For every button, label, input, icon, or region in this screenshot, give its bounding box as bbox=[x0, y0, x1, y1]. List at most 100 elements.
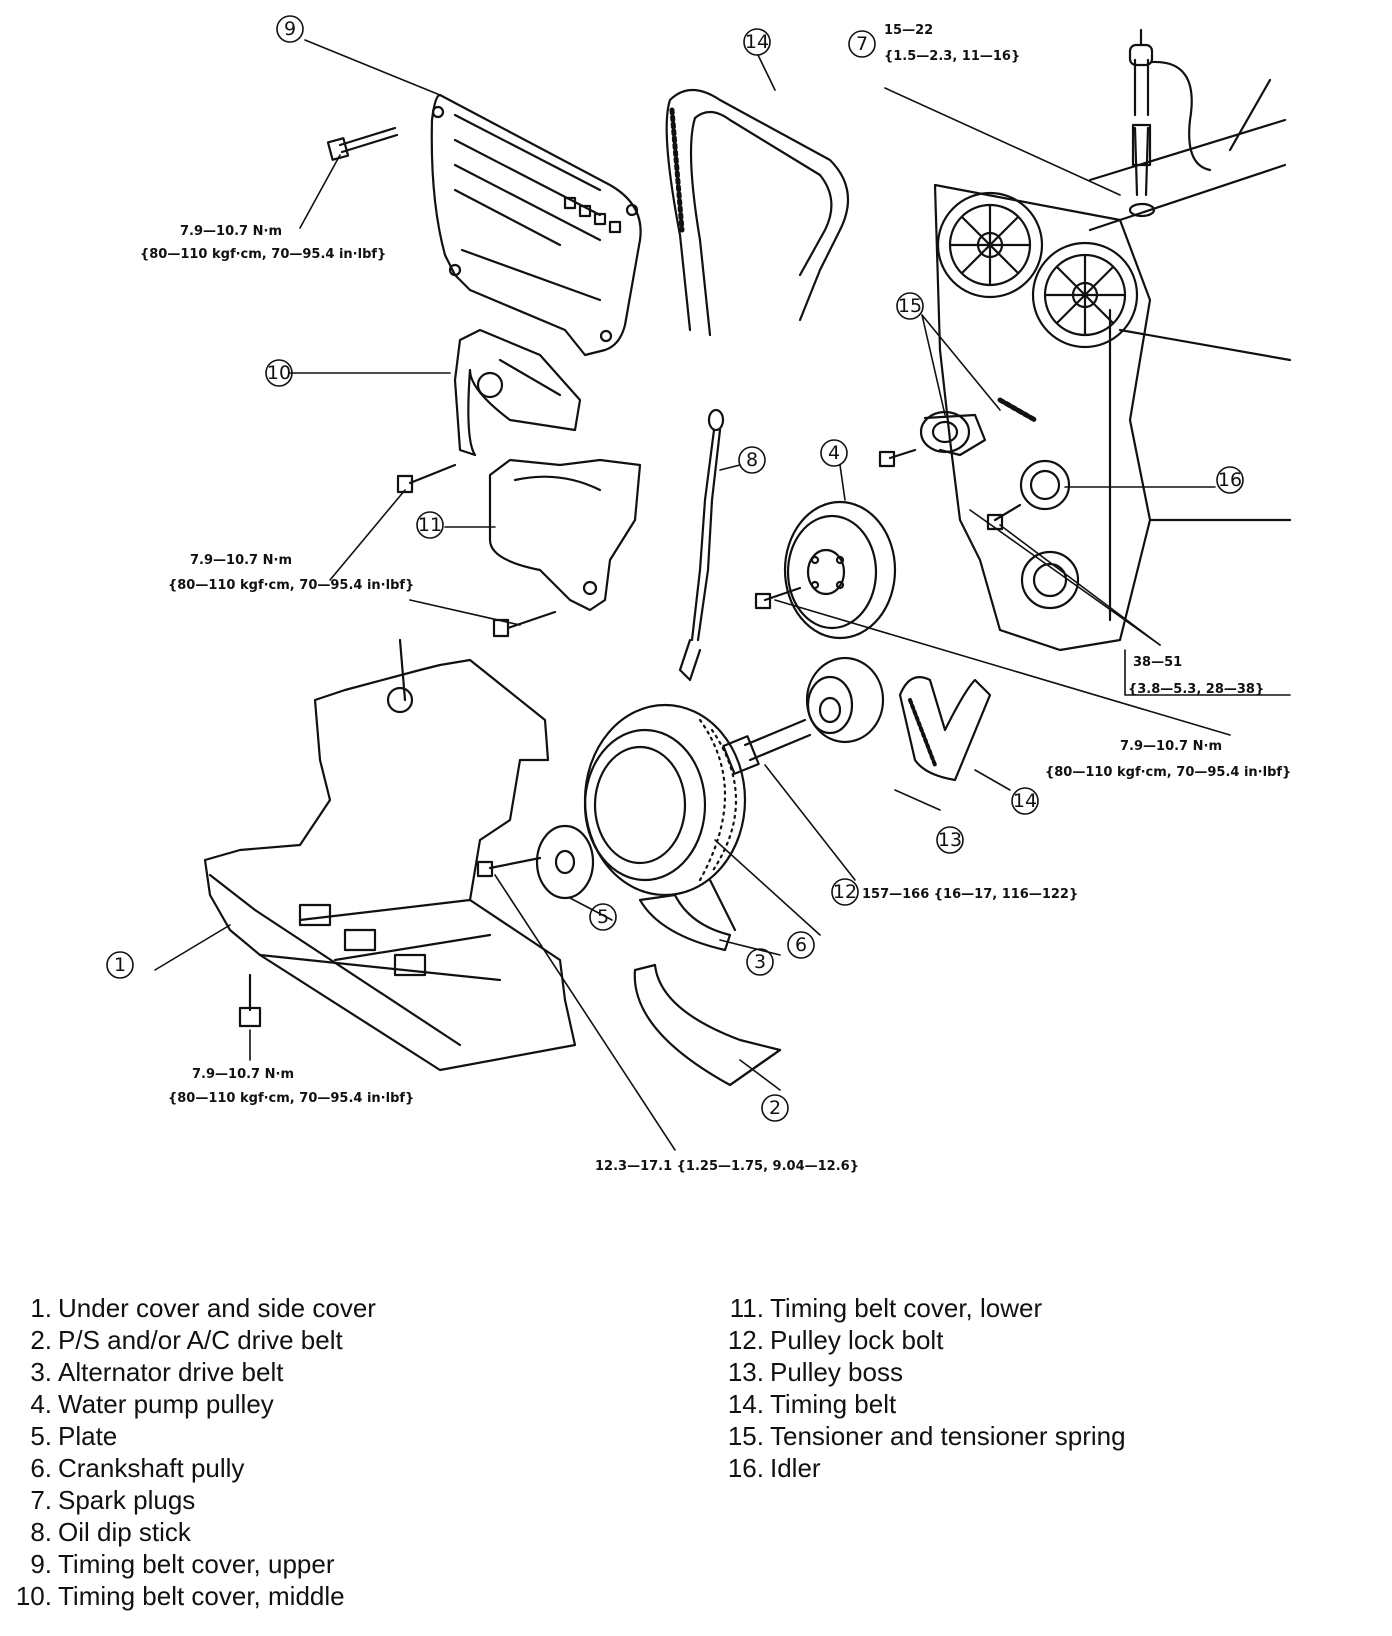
callout-9: 9 bbox=[284, 18, 296, 40]
parts-legend-right: 11.Timing belt cover, lower 12.Pulley lo… bbox=[720, 1292, 1380, 1484]
legend-num: 4. bbox=[30, 1389, 52, 1419]
legend-text: Timing belt cover, upper bbox=[58, 1549, 335, 1579]
legend-text: P/S and/or A/C drive belt bbox=[58, 1325, 343, 1355]
callout-circles bbox=[106, 15, 1244, 1122]
callout-15: 15 bbox=[898, 295, 922, 317]
callout-7: 7 bbox=[856, 33, 868, 55]
legend-text: Plate bbox=[58, 1421, 118, 1451]
torque-spark-plugs-nm: 15—22 bbox=[884, 23, 933, 38]
engine-block bbox=[933, 183, 1292, 652]
torque-upper-cover-nm: 7.9—10.7 N·m bbox=[180, 224, 282, 239]
oil-dip-stick bbox=[678, 408, 725, 682]
legend-num: 1. bbox=[30, 1293, 52, 1323]
callout-13: 13 bbox=[938, 829, 962, 851]
legend-num: 3. bbox=[30, 1357, 52, 1387]
callout-8: 8 bbox=[746, 449, 758, 471]
exploded-diagram: 9 14 7 10 15 8 4 16 11 14 13 12 5 6 3 2 … bbox=[106, 15, 1292, 1174]
legend-num: 11. bbox=[729, 1293, 764, 1323]
plate bbox=[476, 824, 595, 900]
legend-num: 8. bbox=[30, 1517, 52, 1547]
middle-cover-bolt bbox=[396, 463, 457, 494]
legend-num: 13. bbox=[727, 1357, 764, 1387]
legend-num: 5. bbox=[30, 1421, 52, 1451]
torque-under-cover-nm: 7.9—10.7 N·m bbox=[192, 1067, 294, 1082]
legend-num: 2. bbox=[30, 1325, 52, 1355]
callout-4: 4 bbox=[828, 442, 840, 464]
middle-timing-belt-cover bbox=[453, 328, 582, 457]
callout-10: 10 bbox=[267, 362, 291, 384]
callout-3: 3 bbox=[754, 951, 766, 973]
callout-6: 6 bbox=[795, 934, 807, 956]
legend-text: Crankshaft pully bbox=[58, 1453, 245, 1483]
torque-water-pump-nm: 7.9—10.7 N·m bbox=[1120, 739, 1222, 754]
legend-num: 6. bbox=[30, 1453, 52, 1483]
under-cover-bolt bbox=[238, 973, 262, 1028]
legend-num: 12. bbox=[727, 1325, 764, 1355]
lower-cover-bolt bbox=[492, 610, 557, 638]
crankshaft-pulley bbox=[583, 703, 747, 897]
alternator-drive-belt bbox=[638, 878, 737, 952]
legend-text: Timing belt bbox=[770, 1389, 897, 1419]
legend-item: 3.Alternator drive belt bbox=[8, 1356, 668, 1388]
legend-item: 15.Tensioner and tensioner spring bbox=[720, 1420, 1380, 1452]
legend-text: Spark plugs bbox=[58, 1485, 196, 1515]
legend-item: 14.Timing belt bbox=[720, 1388, 1380, 1420]
legend-text: Water pump pulley bbox=[58, 1389, 274, 1419]
torque-tensioner-nm: 38—51 bbox=[1133, 655, 1182, 670]
callout-16: 16 bbox=[1218, 469, 1242, 491]
callout-14-bottom: 14 bbox=[1013, 790, 1037, 812]
legend-num: 10. bbox=[15, 1581, 52, 1611]
legend-text: Tensioner and tensioner spring bbox=[770, 1421, 1126, 1451]
legend-text: Idler bbox=[770, 1453, 821, 1483]
legend-text: Timing belt cover, lower bbox=[770, 1293, 1043, 1323]
torque-under-cover-alt: {80—110 kgf·cm, 70—95.4 in·lbf} bbox=[168, 1091, 414, 1106]
legend-text: Pulley lock bolt bbox=[770, 1325, 944, 1355]
pulley-boss bbox=[805, 656, 885, 744]
torque-lock-bolt: 157—166 {16—17, 116—122} bbox=[862, 887, 1078, 902]
legend-item: 4.Water pump pulley bbox=[8, 1388, 668, 1420]
legend-text: Alternator drive belt bbox=[58, 1357, 284, 1387]
legend-item: 6.Crankshaft pully bbox=[8, 1452, 668, 1484]
callout-12: 12 bbox=[833, 881, 857, 903]
torque-water-pump-alt: {80—110 kgf·cm, 70—95.4 in·lbf} bbox=[1045, 765, 1291, 780]
upper-cover-bolt bbox=[326, 126, 399, 161]
torque-middle-cover-alt: {80—110 kgf·cm, 70—95.4 in·lbf} bbox=[168, 578, 414, 593]
under-cover bbox=[203, 638, 577, 1072]
torque-spark-plugs-alt: {1.5—2.3, 11—16} bbox=[884, 49, 1020, 64]
torque-tensioner-alt: {3.8—5.3, 28—38} bbox=[1128, 682, 1264, 697]
legend-item: 10.Timing belt cover, middle bbox=[8, 1580, 668, 1612]
ps-ac-drive-belt bbox=[633, 963, 782, 1087]
pulley-lock-bolt bbox=[722, 718, 812, 775]
legend-item: 1.Under cover and side cover bbox=[8, 1292, 668, 1324]
legend-num: 7. bbox=[30, 1485, 52, 1515]
legend-item: 16.Idler bbox=[720, 1452, 1380, 1484]
legend-item: 2.P/S and/or A/C drive belt bbox=[8, 1324, 668, 1356]
water-pump-pulley bbox=[754, 500, 897, 640]
legend-item: 8.Oil dip stick bbox=[8, 1516, 668, 1548]
legend-num: 15. bbox=[727, 1421, 764, 1451]
legend-text: Under cover and side cover bbox=[58, 1293, 376, 1323]
timing-belt-top bbox=[665, 88, 850, 337]
legend-item: 7.Spark plugs bbox=[8, 1484, 668, 1516]
upper-timing-belt-cover bbox=[430, 93, 642, 357]
parts-legend-left: 1.Under cover and side cover 2.P/S and/o… bbox=[8, 1292, 668, 1612]
callout-5: 5 bbox=[597, 906, 609, 928]
legend-item: 13.Pulley boss bbox=[720, 1356, 1380, 1388]
callout-2: 2 bbox=[769, 1097, 781, 1119]
legend-item: 12.Pulley lock bolt bbox=[720, 1324, 1380, 1356]
legend-text: Pulley boss bbox=[770, 1357, 903, 1387]
tensioner bbox=[878, 397, 1038, 468]
callout-11: 11 bbox=[418, 514, 442, 536]
timing-belt-bottom bbox=[898, 676, 992, 782]
legend-text: Oil dip stick bbox=[58, 1517, 191, 1547]
spark-plug-drawing bbox=[1088, 28, 1287, 232]
callout-14-top: 14 bbox=[745, 31, 769, 53]
legend-item: 9.Timing belt cover, upper bbox=[8, 1548, 668, 1580]
torque-upper-cover-alt: {80—110 kgf·cm, 70—95.4 in·lbf} bbox=[140, 247, 386, 262]
idler bbox=[986, 459, 1071, 531]
legend-text: Timing belt cover, middle bbox=[58, 1581, 345, 1611]
legend-num: 16. bbox=[727, 1453, 764, 1483]
leader-lines bbox=[154, 39, 1291, 1151]
lower-timing-belt-cover bbox=[488, 458, 642, 612]
callout-1: 1 bbox=[114, 954, 126, 976]
